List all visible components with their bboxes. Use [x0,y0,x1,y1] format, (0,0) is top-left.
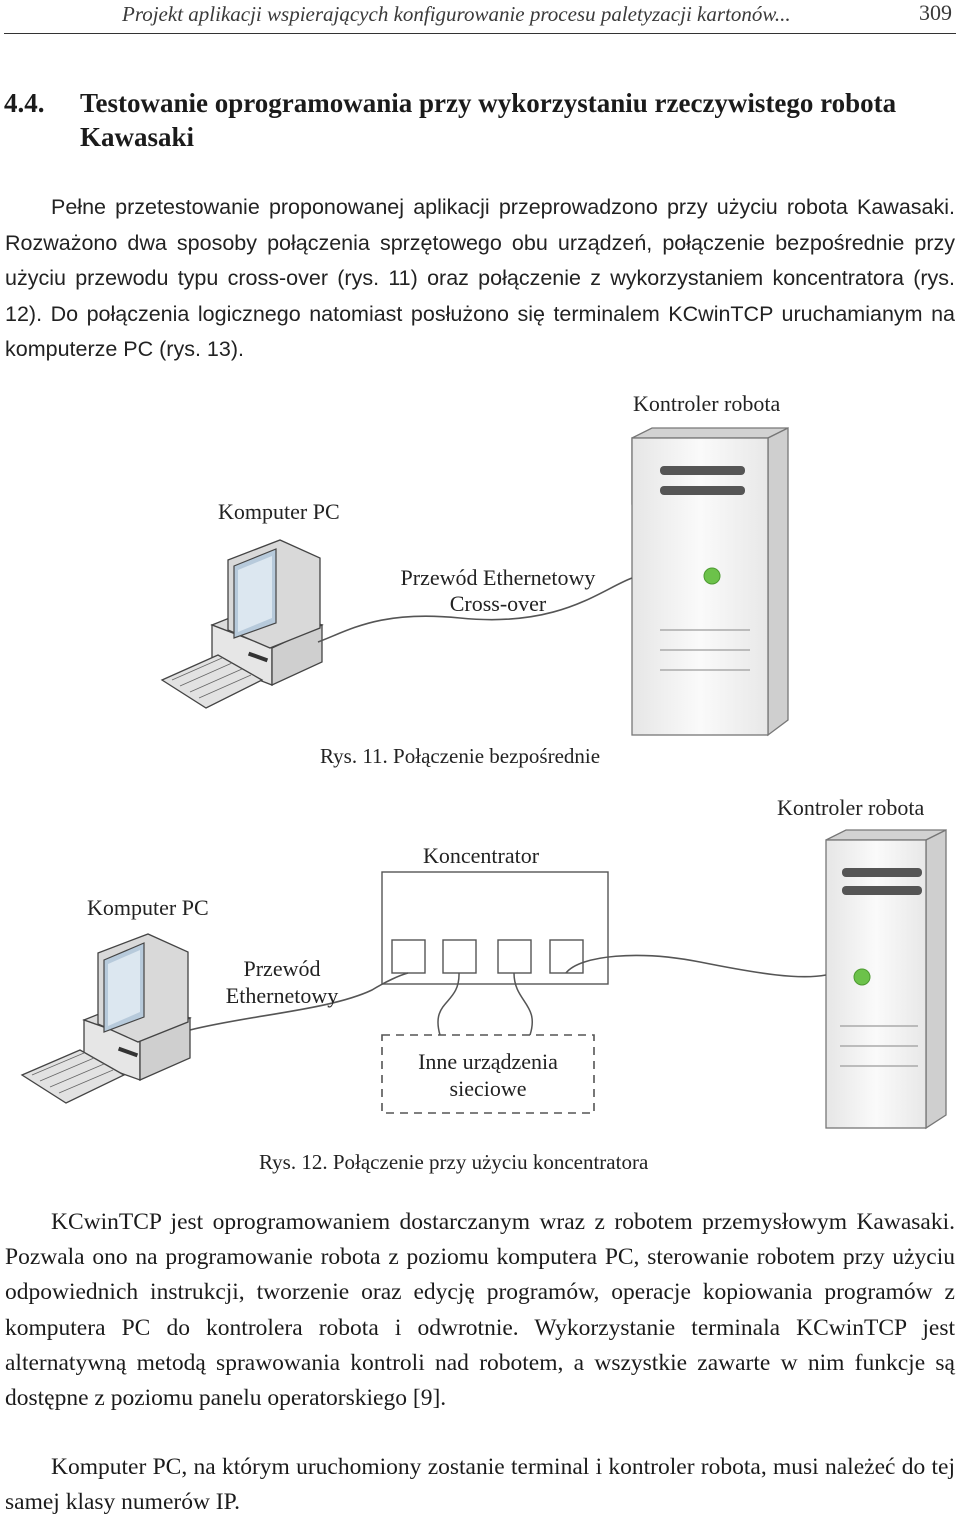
fig12-label-controller: Kontroler robota [777,795,925,820]
ip-class-paragraph-text: Komputer PC, na którym uruchomiony zosta… [5,1454,955,1516]
robot-controller-icon [631,426,789,737]
fig12-label-hub: Koncentrator [423,843,540,868]
running-title: Projekt aplikacji wspierających konfigur… [122,2,791,26]
fig12-label-other-devices: Inne urządzenia sieciowe [386,1048,590,1102]
fig11-label-controller: Kontroler robota [633,391,781,416]
fig12-label-other-line2: sieciowe [449,1076,527,1101]
ip-class-paragraph: Komputer PC, na którym uruchomiony zosta… [5,1450,955,1520]
figure-12-caption: Rys. 12. Połączenie przy użyciu koncentr… [259,1150,649,1174]
fig12-label-cable-line2: Ethernetowy [225,983,339,1008]
fig11-label-cable-line2: Cross-over [449,591,547,616]
section-number: 4.4. [4,88,45,118]
fig12-label-other-line1: Inne urządzenia [418,1049,558,1074]
other-network-devices-box [381,1034,595,1114]
cross-over-cable [317,577,633,643]
fig11-label-cable: Przewód Ethernetowy Cross-over [376,565,620,617]
fig11-label-pc: Komputer PC [218,499,340,524]
computer-pc-icon [160,539,324,709]
fig12-label-pc: Komputer PC [87,895,209,920]
section-title: Testowanie oprogramowania przy wykorzyst… [80,88,897,152]
intro-paragraph: Pełne przetestowanie proponowanej aplika… [5,190,955,368]
figure-12-diagram [20,828,947,1130]
fig12-label-cable: Przewód Ethernetowy [212,955,352,1009]
running-header: Projekt aplikacji wspierających konfigur… [0,0,960,34]
figure-11-diagram [160,426,789,737]
concentrator-hub-icon [381,871,609,985]
header-rule [4,33,956,34]
page-number: 309 [919,0,952,25]
fig11-label-cable-line1: Przewód Ethernetowy [400,565,596,590]
kcwintcp-paragraph-text: KCwinTCP jest oprogramowaniem dostarczan… [5,1209,955,1412]
robot-controller-icon [825,828,947,1130]
figure-11-caption: Rys. 11. Połączenie bezpośrednie [320,744,601,768]
computer-pc-icon [20,933,192,1104]
fig12-label-cable-line1: Przewód [243,956,321,981]
intro-paragraph-text: Pełne przetestowanie proponowanej aplika… [5,195,955,361]
kcwintcp-paragraph: KCwinTCP jest oprogramowaniem dostarczan… [5,1205,955,1416]
